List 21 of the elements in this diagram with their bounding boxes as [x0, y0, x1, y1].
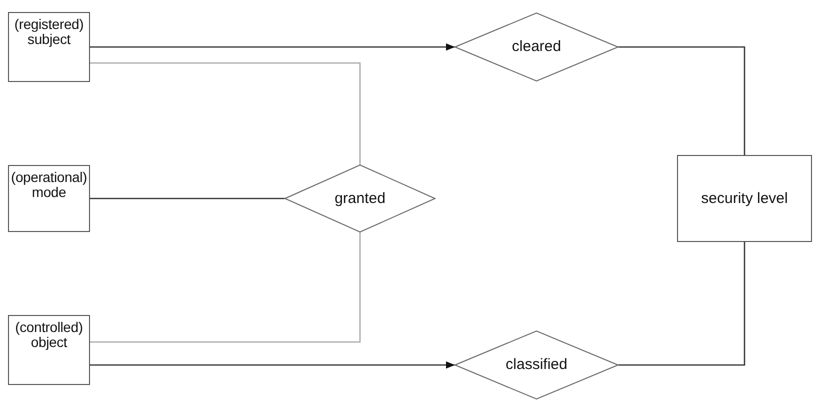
relationship-diamond	[285, 165, 435, 232]
entity-label: (registered) subject	[13, 17, 85, 46]
relationship-diamond	[455, 13, 618, 81]
entity-label: (operational) mode	[10, 170, 88, 200]
entity-box	[8, 165, 90, 232]
arrow	[90, 43, 455, 51]
relationship-label: cleared	[512, 39, 562, 55]
entity-label: security level	[701, 190, 788, 206]
connector-line	[618, 242, 746, 366]
relationship-label: classified	[506, 357, 568, 373]
connector-line	[90, 232, 361, 343]
entity-label: (controlled) object	[14, 320, 84, 350]
relationship-diamond	[455, 331, 618, 399]
arrow	[90, 361, 455, 369]
connector-line	[90, 62, 361, 165]
relationship-label: granted	[334, 190, 386, 206]
entity-box	[677, 155, 812, 242]
connector-line	[90, 198, 285, 200]
connector-line	[618, 46, 746, 155]
entity-box	[8, 315, 90, 385]
entity-box	[8, 12, 90, 82]
